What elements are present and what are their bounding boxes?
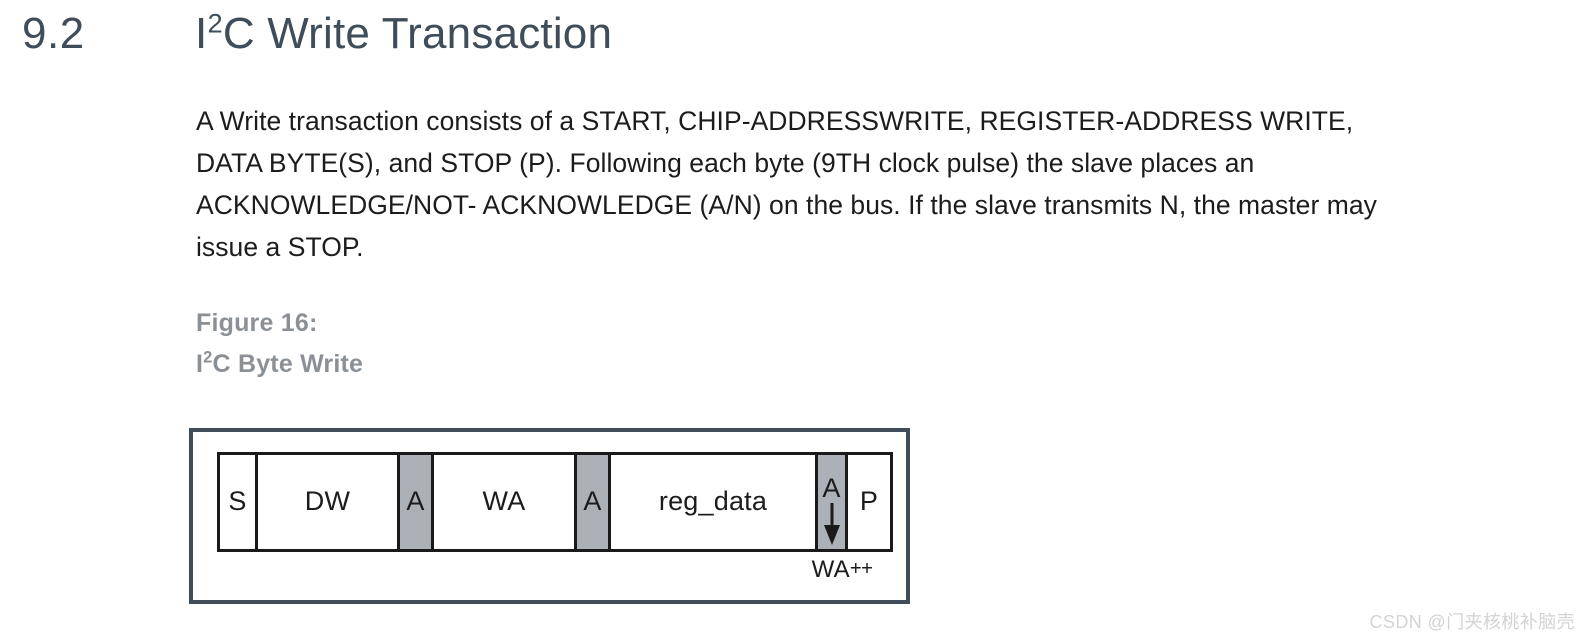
body-paragraph: A Write transaction consists of a START,…	[196, 100, 1566, 268]
frame-cell-label: reg_data	[658, 485, 768, 516]
figure-caption: Figure 16: I2C Byte Write	[196, 303, 363, 385]
frame-cell-label: S	[228, 485, 247, 516]
frame-cell-ack-3: A	[818, 455, 848, 549]
frame-cell-ack-1: A	[400, 455, 434, 549]
watermark: CSDN @门夹核桃补脑壳	[1369, 612, 1575, 632]
frame-cell-label: WA	[482, 485, 526, 516]
frame-cell-word-address: WA	[434, 455, 577, 549]
frame-cell-label: A	[822, 472, 841, 503]
annotation-increment: ++	[849, 557, 873, 580]
page-title: I2C Write Transaction	[195, 6, 612, 62]
frame-cell-start: S	[220, 455, 258, 549]
figure-caption-prefix: I	[196, 350, 204, 378]
word-address-increment-annotation: WA++	[786, 556, 898, 584]
figure-caption-title: I2C Byte Write	[196, 344, 363, 385]
frame-cell-label: DW	[304, 485, 351, 516]
annotation-base: WA	[811, 556, 850, 583]
frame-cell-stop: P	[848, 455, 890, 549]
body-line: DATA BYTE(S), and STOP (P). Following ea…	[196, 148, 1255, 178]
frame-cell-device-write: DW	[258, 455, 400, 549]
figure-caption-superscript: 2	[203, 348, 213, 367]
page-title-suffix: C Write Transaction	[222, 9, 613, 58]
frame-cell-reg-data: reg_data	[611, 455, 818, 549]
page-section-header: 9.2 I2C Write Transaction	[0, 6, 1583, 68]
i2c-write-frame-diagram: S DW A WA A reg_data A P	[217, 452, 893, 552]
body-line: A Write transaction consists of a START,…	[196, 106, 1354, 136]
body-line: ACKNOWLEDGE/NOT- ACKNOWLEDGE (A/N) on th…	[196, 190, 1377, 220]
figure-caption-suffix: C Byte Write	[212, 350, 364, 378]
arrow-down-icon	[823, 503, 840, 547]
frame-cell-label: A	[406, 485, 425, 516]
section-number: 9.2	[22, 9, 85, 58]
page-title-prefix: I	[195, 9, 208, 58]
figure-frame: S DW A WA A reg_data A P	[189, 428, 910, 604]
frame-cell-ack-2: A	[577, 455, 611, 549]
figure-caption-number: Figure 16:	[196, 309, 318, 337]
frame-cell-label: P	[859, 485, 879, 516]
frame-cell-label: A	[583, 485, 602, 516]
page-title-superscript: 2	[207, 7, 223, 39]
body-line: issue a STOP.	[196, 232, 364, 262]
